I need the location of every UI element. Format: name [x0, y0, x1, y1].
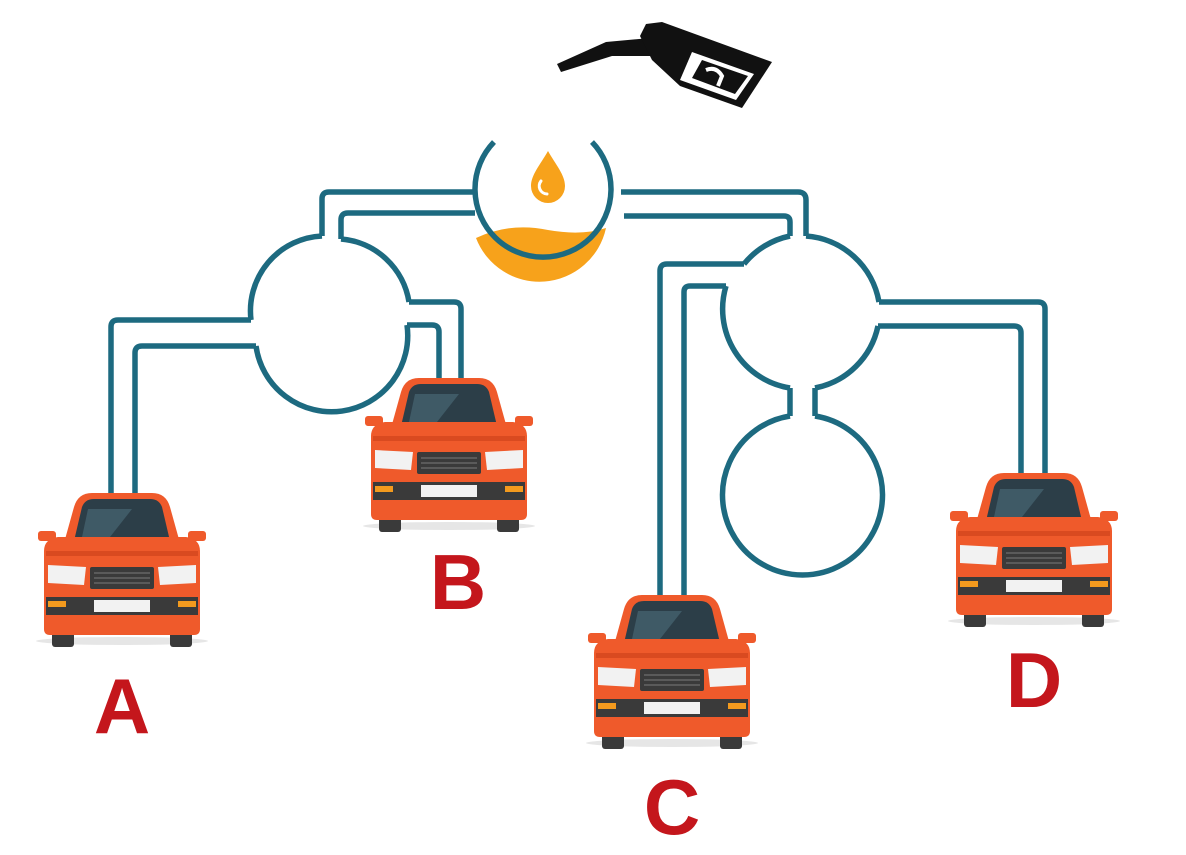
chamber-right-upper	[719, 233, 882, 391]
car-label-b: B	[430, 538, 486, 626]
pipe-b-inner	[407, 322, 442, 388]
fuel-tank	[472, 140, 614, 282]
pipe-b-outer	[409, 299, 464, 388]
pipe-right-inner	[624, 213, 793, 236]
car-c	[585, 594, 759, 750]
chamber-right-lower	[719, 413, 886, 578]
car-a	[35, 492, 209, 648]
pipe-a-outer	[108, 317, 251, 508]
chamber-left	[247, 233, 412, 415]
fuel-drop-icon	[531, 151, 565, 203]
car-label-a: A	[94, 662, 150, 750]
pipe-a-inner	[132, 343, 256, 508]
car-d	[947, 472, 1121, 628]
pipe-right-outer	[621, 189, 809, 236]
car-label-c: C	[644, 763, 700, 851]
pipe-network	[108, 189, 1048, 598]
pipe-left-outer	[319, 189, 477, 236]
pipe-d-inner	[878, 323, 1024, 485]
fuel-nozzle-icon	[557, 22, 772, 108]
pipe-c-outer	[657, 261, 744, 598]
pipe-d-outer	[879, 299, 1048, 485]
car-b	[362, 377, 536, 533]
pipe-left-inner	[338, 210, 475, 239]
pipe-c-inner	[681, 283, 726, 598]
car-label-d: D	[1006, 636, 1062, 724]
